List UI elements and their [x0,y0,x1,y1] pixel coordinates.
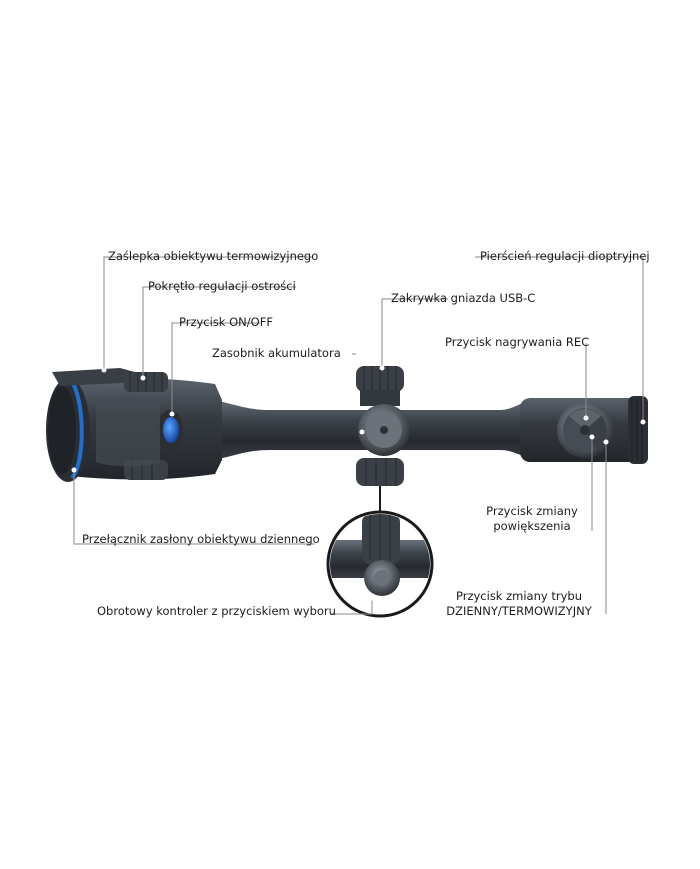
label-usb-cover: Zakrywka gniazda USB-C [391,291,536,305]
label-rec-button: Przycisk nagrywania REC [445,335,590,349]
label-objective-cap: Zaślepka obiektywu termowizyjnego [108,249,319,263]
label-diopter-ring: Pierścień regulacji dioptryjnej [480,249,650,263]
label-zoom-button-line1: Przycisk zmiany [486,504,578,518]
label-day-lens-switch: Przełącznik zasłony obiektywu dziennego [82,532,320,546]
diopter-ring [628,396,648,464]
label-rotary-controller: Obrotowy kontroler z przyciskiem wyboru [97,604,336,618]
label-mode-button: Przycisk zmiany trybu DZIENNY/TERMOWIZYJ… [437,589,601,619]
bottom-turret [356,458,404,486]
label-power-button: Przycisk ON/OFF [179,315,273,329]
label-mode-button-line2: DZIENNY/TERMOWIZYJNY [446,604,592,618]
label-zoom-button: Przycisk zmiany powiększenia [484,504,580,534]
label-zoom-button-line2: powiększenia [493,519,571,533]
label-mode-button-line1: Przycisk zmiany trybu [456,589,582,603]
label-focus-knob: Pokrętło regulacji ostrości [148,279,296,293]
label-battery-compartment: Zasobnik akumulatora [212,346,341,360]
